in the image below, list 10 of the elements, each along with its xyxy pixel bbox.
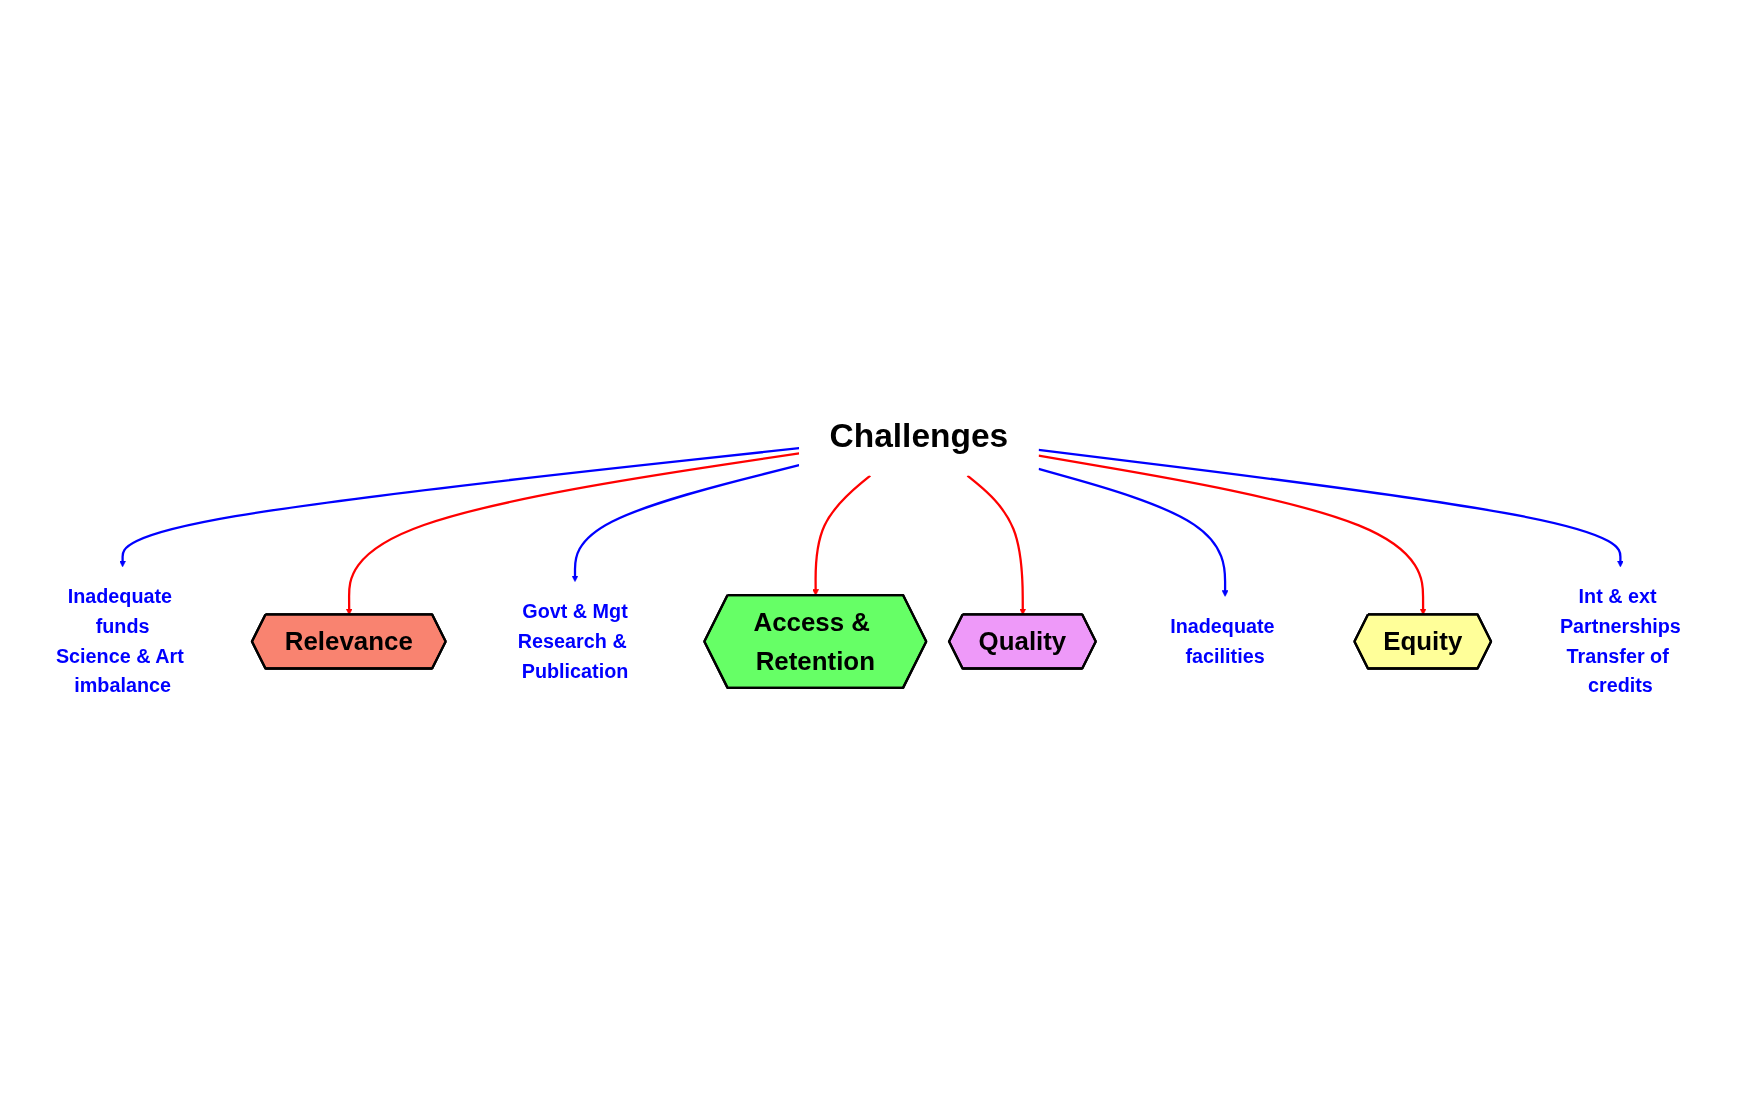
- node-text: Int & ext Partnerships Transfer of credits: [1559, 585, 1681, 698]
- node-text: Challenges: [829, 416, 1009, 454]
- arrow: [1038, 448, 1624, 568]
- node-text: Inadequate funds Science & Art imbalance: [55, 585, 184, 698]
- node-text: Inadequate facilities: [1170, 614, 1275, 668]
- arrow: [812, 474, 871, 596]
- node-text: Govt & Mgt Research & Publication: [517, 600, 629, 683]
- arrow: [1038, 467, 1229, 597]
- arrow: [571, 464, 800, 583]
- arrow: [119, 447, 800, 568]
